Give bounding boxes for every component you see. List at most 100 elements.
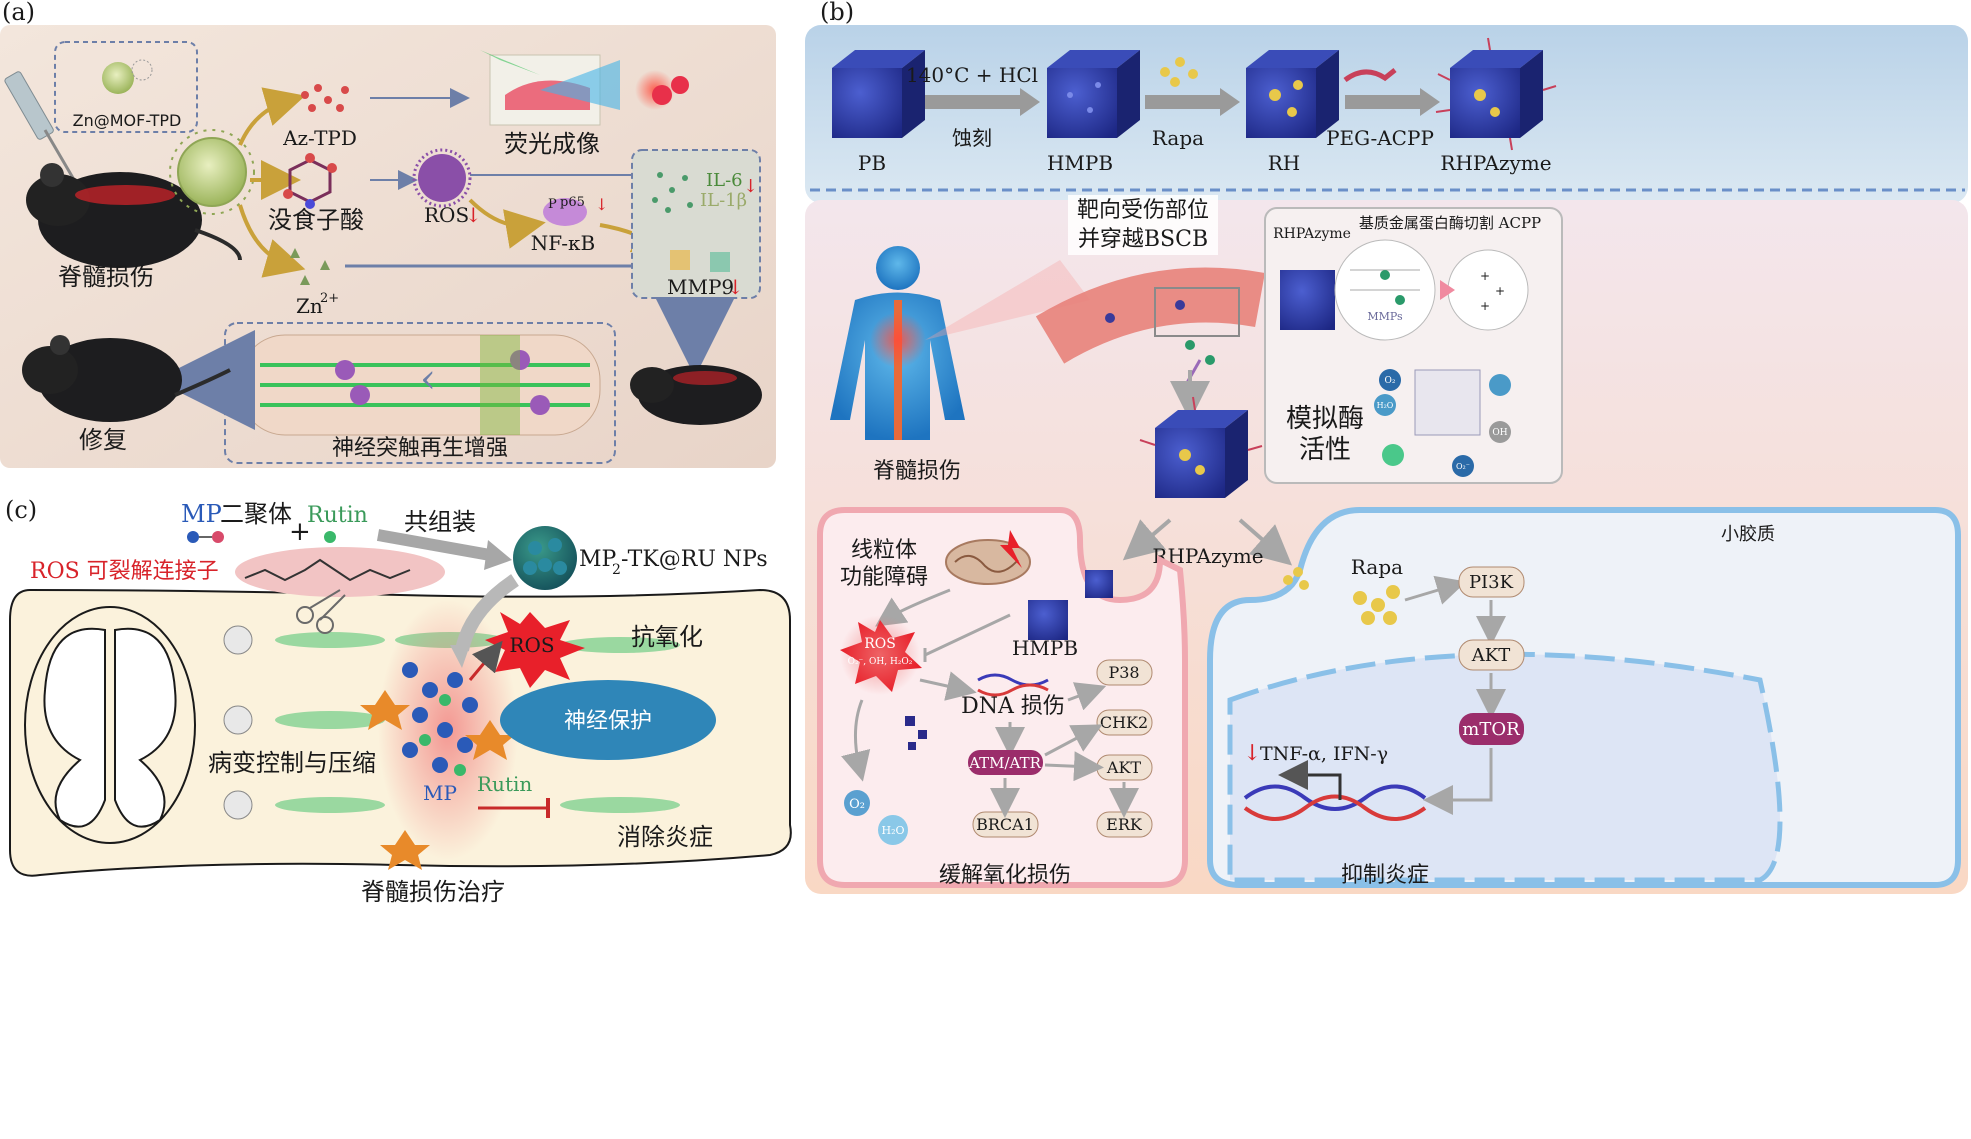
arrow-to-zinc bbox=[238, 204, 306, 278]
nanoparticle-callout bbox=[54, 41, 198, 133]
np-main-label: MP bbox=[579, 547, 617, 572]
microglia-label: 小胶质 bbox=[1721, 524, 1775, 545]
suppress-label: 抑制炎症 bbox=[1341, 863, 1429, 888]
p38-label: P38 bbox=[1108, 663, 1139, 682]
mtor-label: mTOR bbox=[1462, 719, 1520, 740]
etch-condition-label: 140°C + HCl bbox=[906, 63, 1038, 87]
spinal-cord-section bbox=[239, 334, 601, 436]
linker-structure-icon bbox=[244, 558, 411, 582]
small-cubes-icon bbox=[905, 716, 927, 750]
fluorescence-label: 荧光成像 bbox=[504, 130, 600, 158]
astrocyte-icons bbox=[360, 690, 515, 870]
mitochondrion-icon bbox=[945, 530, 1031, 585]
h2o-mol-label: H₂O bbox=[1377, 401, 1394, 410]
rh-cube-icon bbox=[1246, 50, 1339, 138]
nanoparticle-label: Zn@MOF-TPD bbox=[73, 111, 182, 130]
treated-mouse-icon bbox=[630, 365, 762, 425]
svg-text:+: + bbox=[1495, 284, 1505, 298]
rutin-molecule-icon bbox=[324, 531, 336, 543]
arrow-pegacpp-head bbox=[1420, 88, 1440, 116]
panel-c: (c) bbox=[5, 496, 792, 906]
panel-a-sci-label: 脊髓损伤 bbox=[58, 263, 154, 291]
inset-title: 基质金属蛋白酶切割 ACPP bbox=[1359, 214, 1541, 232]
target-label-box bbox=[1068, 195, 1218, 255]
arrow-coassembly-shaft bbox=[376, 529, 492, 561]
chk2-node bbox=[1096, 709, 1153, 736]
hmpb-label: HMPB bbox=[1047, 151, 1113, 175]
enzyme-line2-label: 活性 bbox=[1299, 435, 1351, 465]
panel-c-tag: (c) bbox=[5, 496, 37, 524]
rhpazyme-label: RHPAzyme bbox=[1440, 151, 1551, 175]
panel-b-synthesis-background bbox=[805, 25, 1968, 203]
repaired-mouse-icon bbox=[22, 335, 231, 422]
relieve-label: 缓解氧化损伤 bbox=[939, 863, 1071, 888]
brca1-label: BRCA1 bbox=[976, 815, 1034, 834]
panel-a-tag: (a) bbox=[2, 0, 35, 26]
atm-node bbox=[968, 750, 1043, 775]
nerve-fibers bbox=[223, 625, 680, 820]
p38-node bbox=[1096, 659, 1153, 686]
linker-backdrop bbox=[235, 547, 445, 597]
oh-mol-label: OH bbox=[1492, 428, 1507, 438]
il6-label: IL-6 bbox=[706, 170, 743, 191]
np-sub-label: 2 bbox=[612, 562, 621, 578]
o2-mol-label: O₂ bbox=[1385, 376, 1396, 386]
rapa-label: Rapa bbox=[1152, 126, 1204, 150]
inset-arrow bbox=[1440, 280, 1455, 300]
tnf-label: TNF-α, IFN-γ bbox=[1260, 743, 1388, 765]
np-rest-label: -TK@RU NPs bbox=[621, 547, 768, 572]
o2-bubble-label: O₂ bbox=[849, 797, 865, 812]
pi3k-label: PI3K bbox=[1469, 572, 1514, 593]
mp-particles bbox=[402, 662, 478, 776]
target-line1-label: 靶向受伤部位 bbox=[1077, 198, 1209, 223]
mmp9-label: MMP9 bbox=[667, 275, 734, 299]
mtor-node bbox=[1459, 713, 1524, 745]
pi3k-node bbox=[1458, 566, 1525, 598]
entering-cube-icon bbox=[1085, 570, 1113, 598]
neuroprotect-label: 神经保护 bbox=[564, 709, 652, 734]
erk-label: ERK bbox=[1106, 815, 1143, 834]
arrow-rapa-head bbox=[1220, 88, 1240, 116]
c-ros-label: ROS bbox=[509, 633, 554, 657]
burst-ros-label: ROS bbox=[864, 636, 896, 652]
rhpazyme-cube-icon bbox=[1435, 37, 1557, 151]
mmp9-down-arrow: ↓ bbox=[727, 275, 744, 299]
dimer-icon bbox=[187, 531, 224, 543]
aztpd-molecules bbox=[301, 84, 349, 112]
arrow-to-neuron-cell bbox=[1122, 518, 1172, 561]
arrow-coassembly-head bbox=[484, 540, 512, 570]
inhibit-line bbox=[924, 613, 1011, 657]
arrow-ros-to-dna bbox=[919, 671, 977, 701]
hmpb-small-cube-icon bbox=[1028, 600, 1068, 640]
ros-linker-label: ROS 可裂解连接子 bbox=[30, 559, 219, 584]
mmps-label: MMPs bbox=[1367, 310, 1403, 323]
enzyme-activity-figure: O₂ H₂O OH O₂⁻ bbox=[1374, 369, 1511, 477]
ros-label: ROS bbox=[424, 203, 469, 227]
dna-helix-icon bbox=[977, 673, 1049, 697]
p65-label: p65 bbox=[560, 195, 585, 210]
neuroprotect-ellipse bbox=[500, 680, 716, 760]
mp-label: MP bbox=[423, 781, 457, 805]
composite-nanoparticle-icon bbox=[513, 526, 577, 590]
target-line2-label: 并穿越BSCB bbox=[1078, 227, 1208, 252]
arrow-ros-to-water bbox=[841, 699, 871, 782]
nfkb-complex-icon: P p65 ↓ bbox=[543, 195, 608, 226]
zinc-charge-label: 2+ bbox=[320, 291, 339, 306]
svg-text:+: + bbox=[1480, 299, 1490, 313]
plus-label: + bbox=[289, 517, 311, 547]
nfkb-label: NF-κB bbox=[531, 231, 595, 255]
human-body-icon bbox=[830, 246, 1090, 440]
arrow-atm-to-akt bbox=[1044, 751, 1104, 782]
fluorescence-imaging-figure bbox=[480, 50, 689, 126]
rapa-particles-icon bbox=[1160, 57, 1198, 87]
arrow-np-to-lesion bbox=[455, 574, 519, 652]
mof-nanoparticle-small bbox=[102, 59, 153, 94]
ros-burst-icon bbox=[840, 615, 922, 695]
dna-damage-label: DNA 损伤 bbox=[961, 694, 1065, 719]
body-sci-label: 脊髓损伤 bbox=[873, 459, 961, 484]
rapa-entering-icon bbox=[1283, 567, 1309, 590]
svg-text:+: + bbox=[1480, 269, 1490, 283]
arrow-rapa-to-pi3k bbox=[1404, 575, 1467, 605]
lesion-label: 病变控制与压缩 bbox=[208, 749, 376, 777]
zinc-label: Zn bbox=[296, 294, 323, 318]
